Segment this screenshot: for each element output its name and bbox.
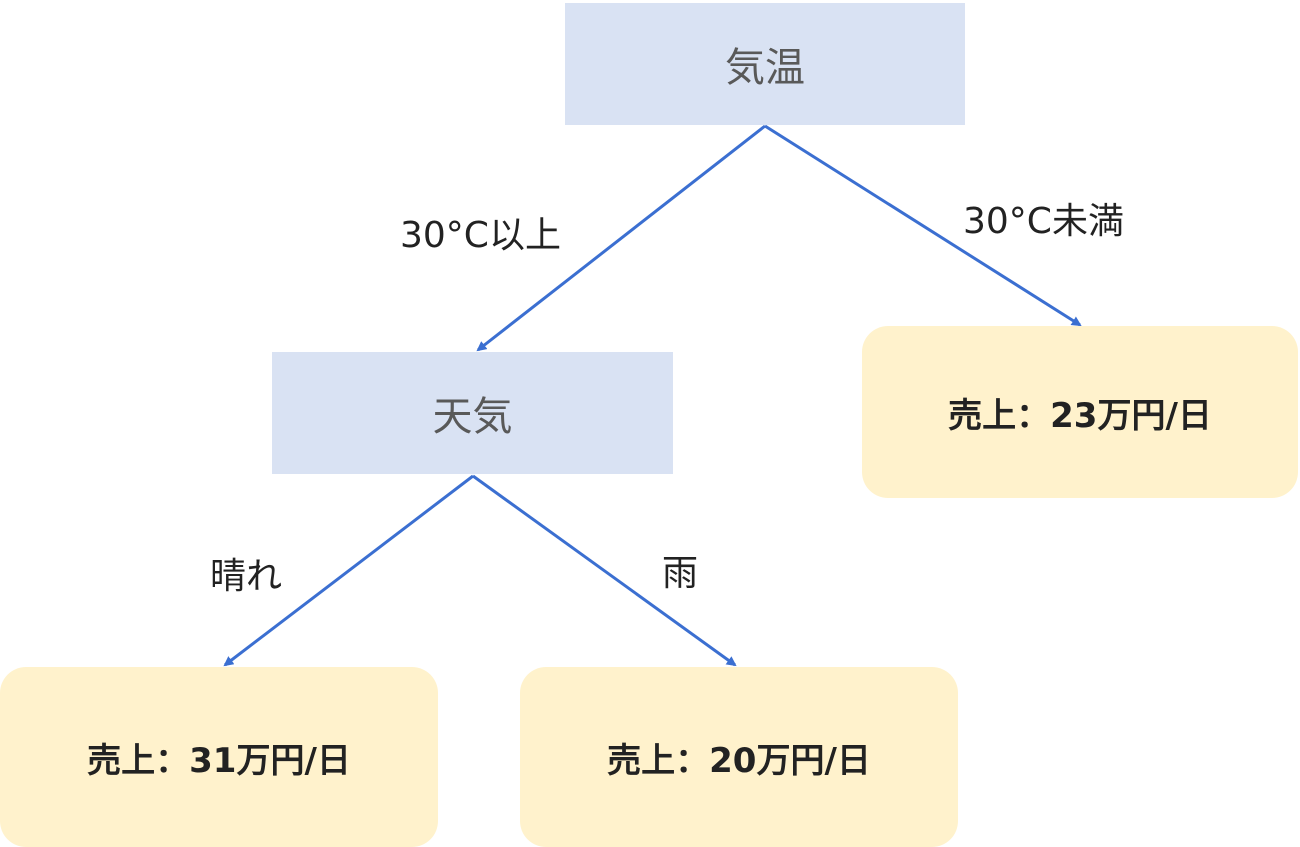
leaf-label: 売上：23万円/日 xyxy=(948,395,1212,436)
edge-label-above30: 30°C以上 xyxy=(400,215,561,256)
leaf-sunny: 売上：31万円/日 xyxy=(0,667,438,847)
node-temperature: 気温 xyxy=(565,3,965,125)
leaf-rain: 売上：20万円/日 xyxy=(520,667,958,847)
node-weather: 天気 xyxy=(272,352,673,474)
edge-label-rain: 雨 xyxy=(662,553,699,594)
edge-label-sunny: 晴れ xyxy=(210,556,283,597)
node-label: 天気 xyxy=(432,394,513,440)
edge-below30 xyxy=(764,124,1082,327)
leaf-label: 売上：20万円/日 xyxy=(607,740,871,781)
leaf-below30: 売上：23万円/日 xyxy=(862,326,1298,498)
edge-rain xyxy=(472,474,737,667)
node-label: 気温 xyxy=(725,45,805,91)
edge-above30 xyxy=(476,124,766,352)
edge-label-below30: 30°C未満 xyxy=(963,201,1124,242)
edge-sunny xyxy=(223,474,474,667)
leaf-label: 売上：31万円/日 xyxy=(87,740,351,781)
